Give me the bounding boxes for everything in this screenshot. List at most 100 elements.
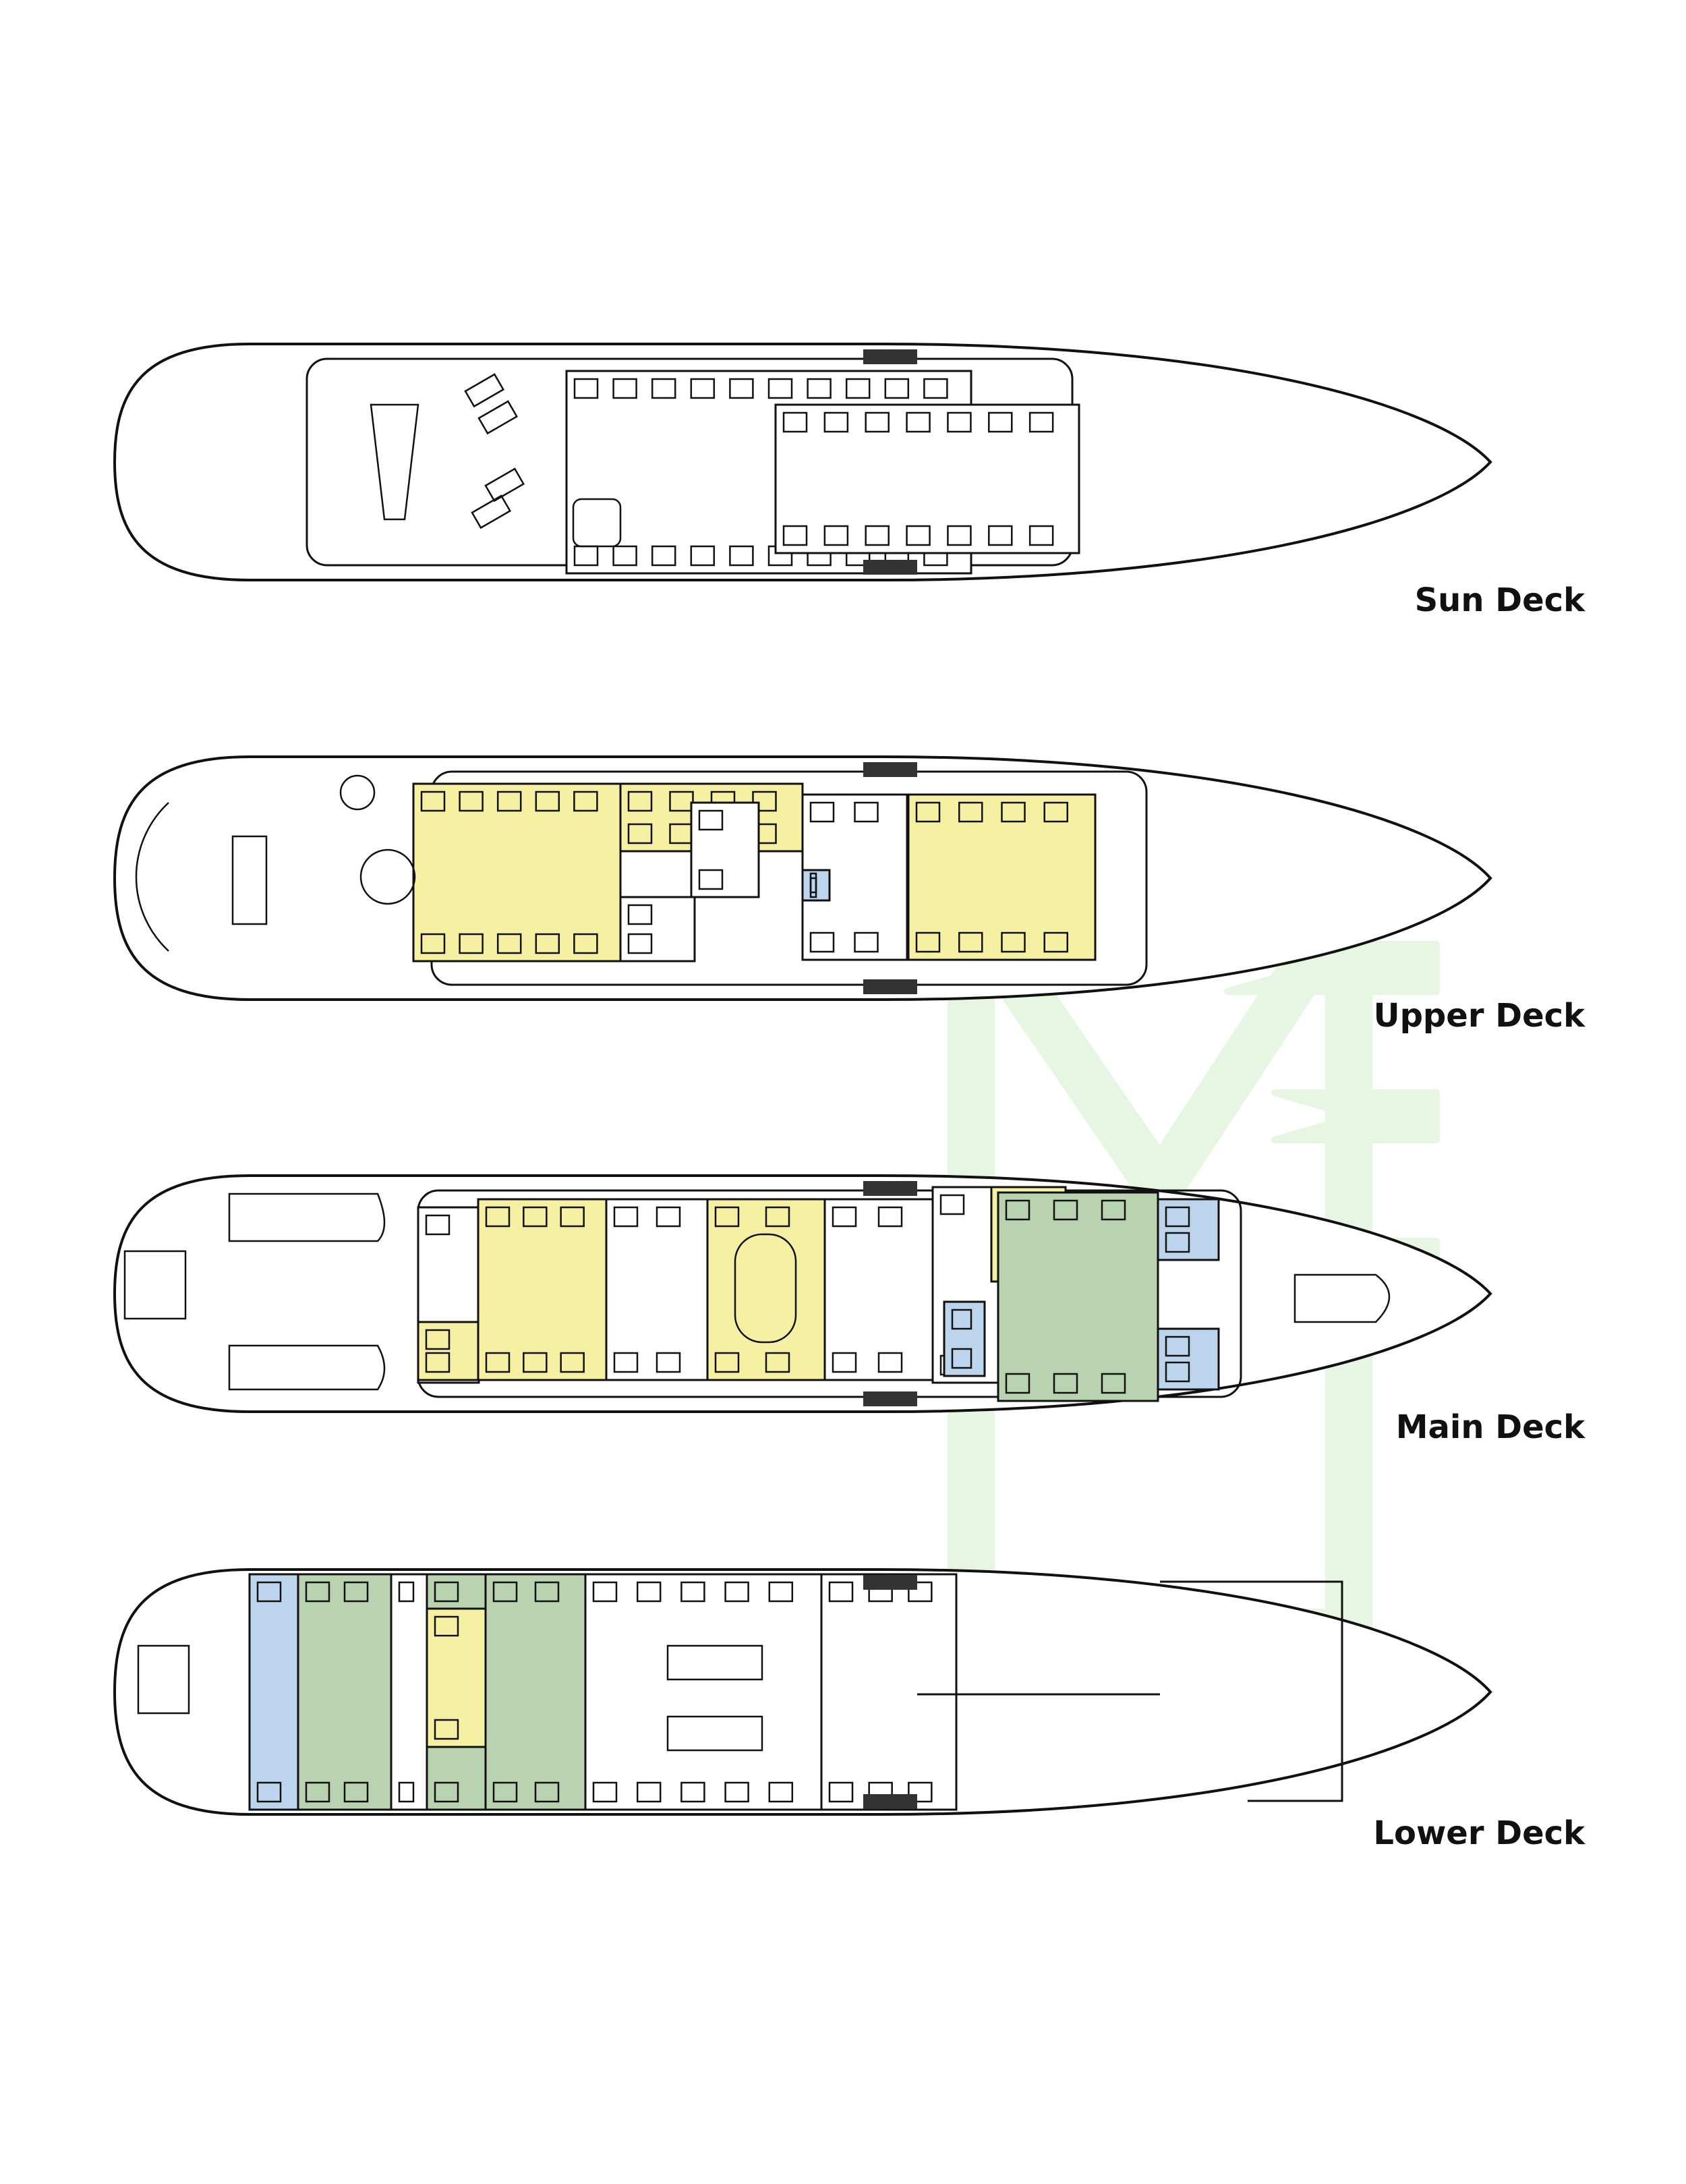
stairs-icon xyxy=(863,560,917,575)
furniture xyxy=(908,1781,933,1803)
room xyxy=(484,1573,587,1811)
furniture xyxy=(877,1206,903,1228)
furniture xyxy=(656,1206,681,1228)
furniture xyxy=(627,904,653,925)
furniture xyxy=(714,1352,740,1373)
furniture xyxy=(1165,1232,1190,1253)
furniture xyxy=(560,1352,585,1373)
jacuzzi-icon xyxy=(572,498,622,548)
furniture xyxy=(884,378,910,399)
furniture xyxy=(656,1352,681,1373)
furniture xyxy=(496,933,522,954)
furniture xyxy=(698,869,724,890)
room xyxy=(248,1573,299,1811)
stairs-icon xyxy=(863,1794,917,1809)
furniture xyxy=(420,791,446,812)
furniture xyxy=(669,791,694,812)
furniture xyxy=(459,791,484,812)
stairs-icon xyxy=(863,1575,917,1590)
furniture xyxy=(809,872,817,894)
furniture xyxy=(434,1781,459,1803)
furniture xyxy=(958,801,983,823)
spiral-stairs-icon xyxy=(359,849,416,905)
furniture xyxy=(492,1781,518,1803)
furniture xyxy=(690,545,716,567)
furniture xyxy=(809,931,835,953)
furniture xyxy=(767,378,793,399)
furniture xyxy=(714,1206,740,1228)
furniture xyxy=(1043,801,1068,823)
furniture xyxy=(612,545,637,567)
stairs-fan-icon xyxy=(370,403,419,521)
room xyxy=(584,1573,823,1811)
stairs-icon xyxy=(863,349,917,364)
furniture xyxy=(573,378,599,399)
furniture xyxy=(592,1581,618,1603)
stairs-icon xyxy=(863,1391,917,1406)
watermark-e-bar xyxy=(1271,1089,1440,1143)
furniture xyxy=(534,1781,560,1803)
furniture xyxy=(765,1206,790,1228)
furniture xyxy=(1028,411,1054,433)
furniture xyxy=(425,1329,450,1350)
furniture xyxy=(1101,1373,1126,1394)
furniture xyxy=(690,378,716,399)
engine-icon xyxy=(666,1715,763,1752)
winch-icon xyxy=(123,1250,187,1320)
furniture xyxy=(485,1352,511,1373)
furniture xyxy=(1028,525,1054,546)
engine-icon xyxy=(666,1644,763,1681)
furniture xyxy=(752,791,777,812)
furniture xyxy=(613,1352,639,1373)
furniture xyxy=(535,791,560,812)
furniture xyxy=(768,1781,794,1803)
furniture xyxy=(1005,1199,1030,1221)
furniture xyxy=(1053,1199,1078,1221)
room xyxy=(690,801,760,898)
furniture xyxy=(947,525,972,546)
furniture xyxy=(1001,801,1026,823)
room xyxy=(619,896,696,962)
furniture xyxy=(492,1581,518,1603)
upper-deck-plan xyxy=(113,755,1492,1001)
furniture xyxy=(420,933,446,954)
furniture xyxy=(523,1352,548,1373)
furniture xyxy=(573,791,598,812)
furniture xyxy=(915,931,941,953)
room xyxy=(823,1198,934,1381)
furniture xyxy=(828,1781,854,1803)
furniture xyxy=(305,1581,330,1603)
dining-table-icon xyxy=(231,835,268,925)
room xyxy=(297,1573,393,1811)
furniture xyxy=(988,525,1013,546)
furniture xyxy=(434,1615,459,1637)
room xyxy=(605,1198,709,1381)
furniture xyxy=(627,791,653,812)
furniture xyxy=(724,1781,749,1803)
furniture xyxy=(947,411,972,433)
upper-deck-label: Upper Deck xyxy=(1373,997,1585,1035)
furniture xyxy=(398,1781,415,1803)
furniture xyxy=(1005,1373,1030,1394)
room xyxy=(412,782,622,962)
furniture xyxy=(923,378,948,399)
furniture xyxy=(459,933,484,954)
furniture xyxy=(1165,1361,1190,1383)
sun-lounger-icon xyxy=(477,400,519,435)
furniture xyxy=(1101,1199,1126,1221)
furniture xyxy=(651,545,676,567)
furniture xyxy=(651,378,676,399)
furniture xyxy=(845,378,871,399)
furniture xyxy=(560,1206,585,1228)
furniture xyxy=(782,525,808,546)
furniture xyxy=(854,931,879,953)
furniture xyxy=(988,411,1013,433)
room xyxy=(390,1573,428,1811)
furniture xyxy=(809,801,835,823)
round-table-icon xyxy=(339,774,376,811)
furniture xyxy=(398,1581,415,1603)
bow-compartment xyxy=(1160,1580,1343,1802)
curved-seating-icon xyxy=(135,802,169,952)
